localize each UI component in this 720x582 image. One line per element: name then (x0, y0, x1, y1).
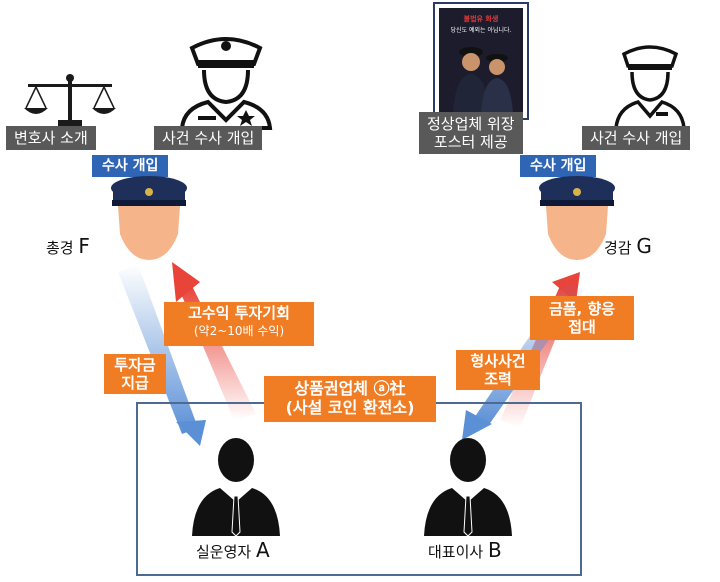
officer-g-letter: G (636, 234, 652, 258)
company-title-line2: (사설 코인 환전소) (285, 398, 415, 417)
poster-label-line2: 포스터 제공 (433, 133, 508, 151)
lawyer-label: 변호사 소개 (6, 126, 96, 150)
poster-icon: 불법유 화생 당신도 예외는 아닙니다. (433, 2, 529, 120)
person-b-letter: B (487, 538, 502, 562)
person-a-title: 실운영자 (196, 543, 252, 561)
officer-g-title: 경감 (604, 239, 632, 257)
police-cap-face-icon-f (111, 176, 187, 260)
arrow-f-to-a (118, 264, 206, 446)
high-return-line1: 고수익 투자기회 (188, 304, 290, 322)
scales-icon (24, 74, 116, 126)
police-officer-icon (179, 37, 273, 130)
officer-f-letter: F (78, 234, 90, 258)
person-a-letter: A (255, 538, 270, 562)
officer-f-title: 총경 (46, 239, 74, 257)
badge-left: 수사 개입 (92, 155, 169, 177)
officer-g-label: 경감 G (604, 234, 652, 258)
businessman-silhouette-icon-b (424, 438, 512, 537)
bribe-line2: 접대 (568, 318, 596, 336)
person-b-label: 대표이사 B (428, 538, 502, 562)
businessman-silhouette-icon-a (192, 438, 280, 537)
police-officer-icon-right (614, 45, 686, 130)
investigation-label-right: 사건 수사 개입 (582, 126, 691, 150)
police-cap-face-icon-g (539, 176, 615, 260)
bribe-line1: 금품, 향응 (548, 300, 616, 318)
company-title-box: 상품권업체 ⓐ社 (사설 코인 환전소) (264, 376, 436, 422)
officer-f-label: 총경 F (46, 234, 90, 258)
badge-right: 수사 개입 (520, 155, 597, 177)
person-a-label: 실운영자 A (196, 538, 270, 562)
poster-image: 불법유 화생 당신도 예외는 아닙니다. (439, 8, 523, 114)
criminal-aid-box: 형사사건 조력 (456, 350, 540, 390)
poster-officers-icon (453, 47, 513, 114)
bribe-box: 금품, 향응 접대 (530, 296, 634, 340)
criminal-line2: 조력 (484, 370, 512, 388)
high-return-line2: (약2~10배 수익) (193, 324, 285, 338)
poster-label: 정상업체 위장 포스터 제공 (419, 112, 523, 154)
funds-line2: 지급 (121, 374, 149, 392)
high-return-box: 고수익 투자기회 (약2~10배 수익) (164, 302, 314, 346)
funds-line1: 투자금 (114, 356, 156, 374)
funds-box: 투자금 지급 (104, 354, 166, 394)
poster-sub: 당신도 예외는 아닙니다. (450, 27, 512, 34)
company-title-line1: 상품권업체 ⓐ社 (294, 379, 406, 398)
poster-header: 불법유 화생 (463, 15, 499, 23)
investigation-label-left: 사건 수사 개입 (154, 126, 263, 150)
criminal-line1: 형사사건 (470, 352, 526, 370)
poster-label-line1: 정상업체 위장 (427, 115, 515, 133)
person-b-title: 대표이사 (428, 543, 484, 561)
